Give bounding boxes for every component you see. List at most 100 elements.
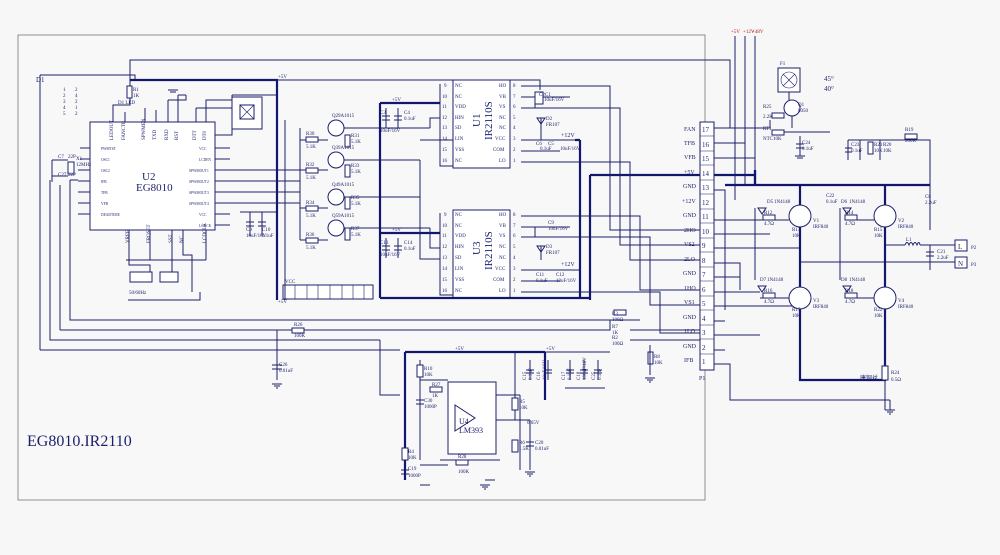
svg-text:X1: X1	[76, 157, 83, 162]
svg-text:C13: C13	[380, 241, 389, 246]
schematic-title: EG8010.IR2110	[27, 433, 132, 450]
svg-text:16: 16	[442, 159, 448, 164]
svg-text:NC: NC	[455, 289, 463, 294]
svg-text:R6: R6	[519, 441, 525, 446]
svg-text:IR2110S: IR2110S	[483, 231, 495, 270]
svg-text:IRF840: IRF840	[813, 305, 829, 310]
svg-text:C7: C7	[58, 155, 64, 160]
svg-text:13: 13	[702, 184, 710, 192]
svg-text:10: 10	[442, 95, 448, 100]
voltage-feedback: C23 0.1uF R21 10K R19 200K R20 10K	[845, 128, 931, 230]
svg-text:C5: C5	[548, 142, 554, 147]
svg-text:5.1K: 5.1K	[351, 140, 361, 145]
d1-led-label: D1 LED	[118, 101, 135, 106]
svg-text:1: 1	[702, 358, 706, 366]
svg-text:10K: 10K	[792, 314, 801, 319]
u1-bootstrap: C2 10uF/16V C1 D2 FR107 C6 10uF/16V C5 0…	[521, 91, 581, 163]
svg-text:5.1K: 5.1K	[351, 170, 361, 175]
svg-text:VDD: VDD	[455, 234, 466, 239]
svg-text:5.1K: 5.1K	[306, 176, 316, 181]
svg-text:SPWMEN: SPWMEN	[142, 118, 147, 140]
svg-text:R16: R16	[764, 289, 773, 294]
svg-text:OSC1: OSC1	[101, 158, 110, 162]
c26-cap: C26 0.01uF	[272, 330, 293, 380]
svg-text:4: 4	[63, 106, 66, 111]
svg-text:HO: HO	[499, 84, 507, 89]
svg-text:3: 3	[513, 267, 516, 272]
svg-text:DT0: DT0	[203, 130, 208, 140]
svg-text:VS: VS	[499, 105, 506, 110]
svg-text:LEDOUT: LEDOUT	[110, 120, 115, 140]
svg-text:0.1uF: 0.1uF	[598, 368, 603, 380]
svg-text:VB: VB	[499, 95, 507, 100]
svg-text:LIN: LIN	[455, 267, 464, 272]
svg-text:10K: 10K	[874, 234, 883, 239]
net-p5v-u3: +5V	[392, 228, 401, 233]
svg-text:+12V: +12V	[682, 199, 696, 205]
svg-text:P2: P2	[971, 246, 977, 251]
svg-text:10uF/16V: 10uF/16V	[544, 98, 565, 103]
svg-text:RST: RST	[175, 131, 180, 140]
svg-text:RXD: RXD	[165, 129, 170, 140]
driver-stage: Q2 9A1015 R30 5.1K R31 5.1K Q3 9A1015 R3…	[230, 114, 430, 300]
svg-text:C2: C2	[539, 93, 545, 98]
svg-text:R28: R28	[458, 455, 467, 460]
svg-text:0.1uF: 0.1uF	[536, 279, 548, 284]
svg-text:1K: 1K	[612, 331, 619, 336]
svg-text:R31: R31	[351, 134, 360, 139]
svg-text:VSS: VSS	[455, 148, 464, 153]
svg-text:10K: 10K	[654, 361, 663, 366]
svg-text:0.1uF: 0.1uF	[404, 247, 416, 252]
svg-text:GND: GND	[683, 344, 697, 350]
svg-text:17: 17	[702, 126, 710, 134]
svg-text:C10: C10	[262, 228, 271, 233]
svg-text:P3: P3	[971, 263, 977, 268]
svg-text:VB: VB	[499, 224, 507, 229]
svg-text:1000P: 1000P	[408, 474, 421, 479]
svg-text:12: 12	[702, 199, 710, 207]
svg-text:1N4148: 1N4148	[849, 200, 866, 205]
svg-text:LO: LO	[499, 289, 506, 294]
svg-text:C9: C9	[548, 221, 554, 226]
svg-text:NC: NC	[499, 245, 507, 250]
q2-transistor: Q2 9A1015 R30 5.1K R31 5.1K	[305, 114, 361, 150]
svg-text:PWMTST: PWMTST	[101, 147, 117, 151]
svg-text:R24: R24	[891, 371, 900, 376]
net-p5v-cmp: +5V	[455, 347, 464, 352]
v4-mosfet: V4 IRF840 D8 1N4148 R18 4.7Ω R22 10K	[841, 278, 914, 319]
svg-text:HIN: HIN	[455, 245, 464, 250]
svg-text:IR2110S: IR2110S	[483, 101, 495, 140]
svg-text:0.1uF: 0.1uF	[826, 200, 838, 205]
svg-text:C18: C18	[577, 371, 582, 380]
svg-text:SPWMOUT4: SPWMOUT4	[189, 202, 209, 206]
svg-text:1LO: 1LO	[684, 329, 696, 335]
svg-text:Q3: Q3	[332, 146, 339, 151]
svg-text:10uF/16V: 10uF/16V	[548, 227, 569, 232]
svg-text:LO: LO	[499, 159, 506, 164]
net-p5v-u1: +5V	[392, 98, 401, 103]
svg-text:R27: R27	[432, 383, 441, 388]
svg-text:0.1uF: 0.1uF	[851, 149, 863, 154]
svg-text:15: 15	[442, 278, 448, 283]
svg-text:NC: NC	[499, 256, 507, 261]
svg-text:C21: C21	[937, 250, 946, 255]
svg-text:2.2uF: 2.2uF	[937, 256, 949, 261]
svg-text:2.2uF: 2.2uF	[925, 201, 937, 206]
svg-text:FR107: FR107	[546, 251, 560, 256]
svg-text:R33: R33	[351, 164, 360, 169]
svg-text:16: 16	[442, 289, 448, 294]
svg-text:R8: R8	[654, 355, 660, 360]
svg-text:VCC: VCC	[199, 213, 207, 217]
svg-text:VS2: VS2	[684, 242, 695, 248]
svg-text:U2: U2	[142, 171, 155, 183]
svg-text:RT1: RT1	[763, 127, 772, 132]
svg-text:1K: 1K	[133, 94, 140, 99]
svg-text:C6: C6	[536, 142, 542, 147]
svg-text:IFB: IFB	[684, 358, 693, 364]
program-header	[231, 96, 263, 130]
svg-text:V2: V2	[898, 219, 905, 224]
svg-text:LIN: LIN	[455, 137, 464, 142]
svg-text:10K: 10K	[408, 456, 417, 461]
svg-text:8: 8	[513, 213, 516, 218]
net-p12v-u3: +12V	[561, 262, 575, 268]
